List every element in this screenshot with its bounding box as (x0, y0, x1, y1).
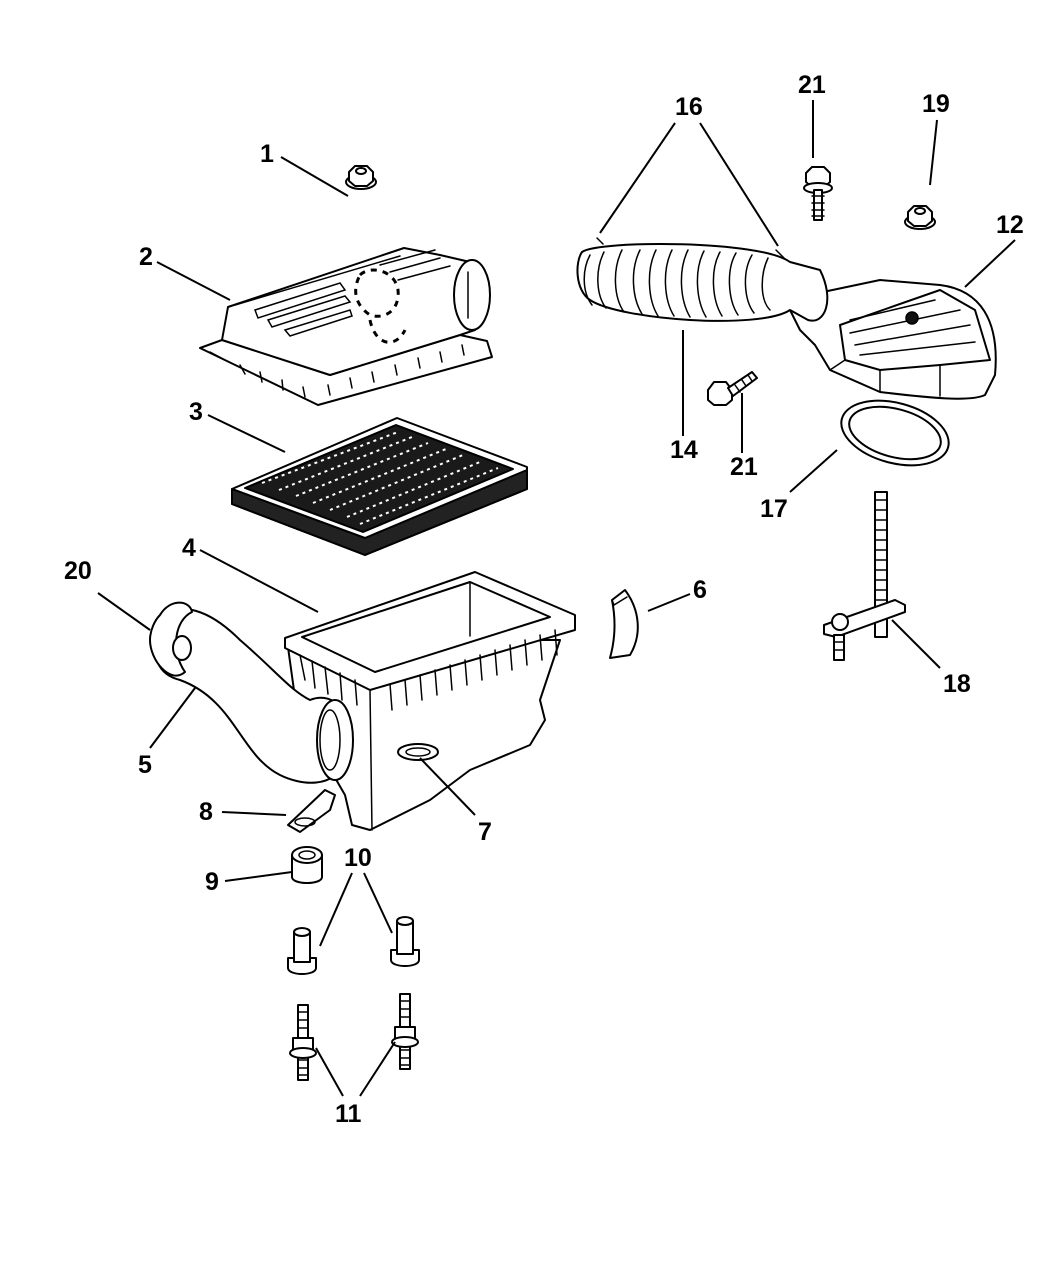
leader-3 (207, 414, 286, 453)
leader-2 (156, 261, 231, 301)
part-6-clip[interactable] (609, 589, 639, 659)
callout-1: 1 (260, 140, 274, 168)
part-12-resonator[interactable] (784, 279, 997, 400)
callout-21-top: 21 (798, 71, 826, 99)
leader-20 (97, 592, 151, 631)
callout-4: 4 (182, 534, 196, 562)
leader-16b (699, 122, 779, 247)
part-16-hose-clamp-left[interactable] (596, 237, 604, 245)
callout-6: 6 (693, 576, 707, 604)
part-14-air-hose[interactable] (576, 243, 829, 322)
callout-10: 10 (344, 844, 372, 872)
callout-16: 16 (675, 93, 703, 121)
callout-2: 2 (139, 243, 153, 271)
leader-19 (929, 119, 938, 186)
callout-9: 9 (205, 868, 219, 896)
part-21-screw-lower[interactable] (707, 371, 758, 406)
part-19-nut[interactable] (904, 205, 936, 230)
hose-ribs (583, 249, 771, 318)
part-4-air-cleaner-housing[interactable] (284, 571, 576, 831)
callout-18: 18 (943, 670, 971, 698)
leader-1 (280, 156, 349, 197)
leader-6 (647, 593, 691, 612)
part-7-grommet[interactable] (397, 743, 439, 761)
callout-5: 5 (138, 751, 152, 779)
part-8-mounting-bracket[interactable] (287, 789, 336, 833)
leader-11b (359, 1041, 396, 1097)
part-17-seal[interactable] (834, 390, 956, 476)
part-1-flange-nut[interactable] (345, 165, 377, 190)
part-18-stud-bracket[interactable] (823, 491, 906, 661)
leader-7 (419, 757, 476, 816)
leader-11a (315, 1047, 344, 1097)
callout-3: 3 (189, 398, 203, 426)
part-5-inlet-duct[interactable] (154, 608, 354, 784)
callout-12: 12 (996, 211, 1024, 239)
leader-18 (891, 619, 941, 669)
leader-4 (199, 549, 319, 613)
part-3-air-filter[interactable] (231, 417, 528, 556)
callout-14: 14 (670, 436, 698, 464)
leader-16a (599, 122, 676, 234)
callout-21-lower: 21 (730, 453, 758, 481)
filter-mesh-pattern (261, 431, 499, 525)
leader-12 (964, 239, 1016, 288)
part-20-seal-ring[interactable] (149, 601, 193, 677)
part-16-hose-clamp-right[interactable] (775, 249, 785, 259)
callout-7: 7 (478, 818, 492, 846)
part-21-screw-top[interactable] (803, 166, 833, 221)
leader-10a (319, 872, 353, 947)
part-11-stud-right[interactable] (391, 993, 419, 1070)
callout-17: 17 (760, 495, 788, 523)
callout-8: 8 (199, 798, 213, 826)
callout-labels: 1 2 3 4 5 6 7 8 9 10 11 12 14 16 17 18 1… (64, 71, 1024, 1128)
leader-8 (221, 811, 287, 816)
part-10-spacer-right[interactable] (390, 916, 420, 967)
part-2-air-cleaner-cover[interactable] (199, 247, 493, 406)
part-11-stud-left[interactable] (289, 1004, 317, 1081)
leader-9 (224, 871, 293, 882)
part-9-bushing[interactable] (291, 846, 323, 884)
part-10-spacer-left[interactable] (287, 927, 317, 975)
leader-lines (97, 100, 1016, 1097)
callout-20: 20 (64, 557, 92, 585)
leader-10b (363, 872, 393, 934)
leader-17 (789, 449, 838, 493)
callout-19: 19 (922, 90, 950, 118)
leader-5 (149, 687, 196, 749)
callout-11: 11 (335, 1100, 362, 1128)
